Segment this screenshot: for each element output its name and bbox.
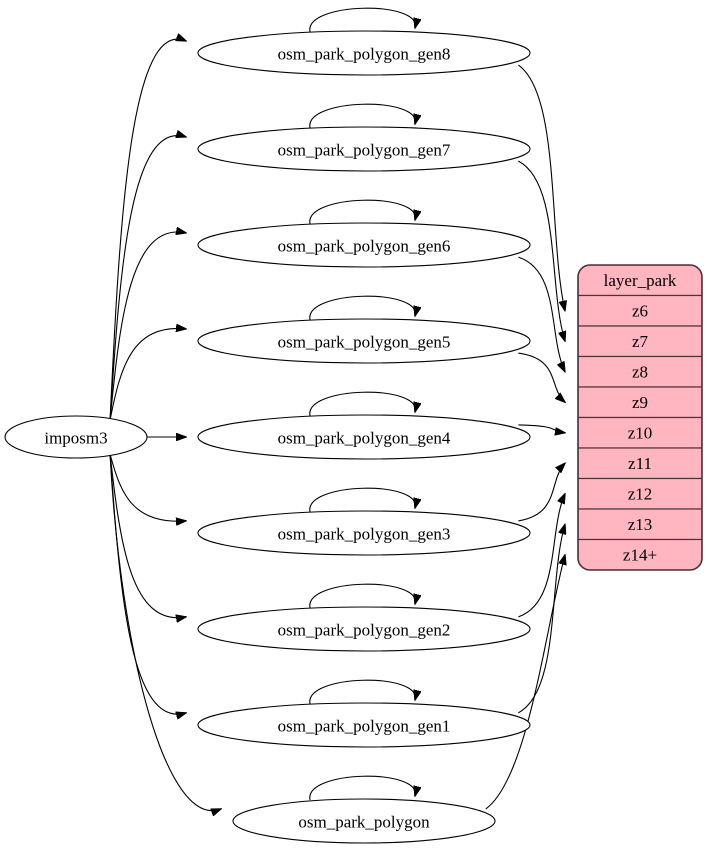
edge-osm_park_polygon_gen7-to-z7: [518, 160, 565, 341]
edge-osm_park_polygon-to-z14+: [485, 555, 565, 810]
edge-imposm3-to-osm_park_polygon_gen5: [109, 328, 186, 420]
node-label-osm_park_polygon_gen3: osm_park_polygon_gen3: [278, 525, 451, 544]
node-osm_park_polygon_gen3[interactable]: [197, 510, 531, 556]
table-row-label-z13: z13: [628, 515, 653, 534]
table-row-cell[interactable]: [578, 416, 702, 449]
node-label-osm_park_polygon_gen4: osm_park_polygon_gen4: [278, 429, 451, 448]
edge-imposm3-to-osm_park_polygon_gen3: [109, 454, 186, 521]
table-header-label: layer_park: [604, 271, 677, 290]
table-row-cell[interactable]: [578, 538, 702, 571]
self-loop-osm_park_polygon_gen4: [309, 391, 416, 417]
edge-imposm3-to-osm_park_polygon: [109, 454, 221, 810]
node-imposm3[interactable]: [4, 415, 148, 459]
table-row-label-z11: z11: [628, 454, 652, 473]
table-row-label-z8: z8: [632, 362, 648, 381]
self-loop-osm_park_polygon: [309, 775, 416, 801]
table-row-label-z6: z6: [632, 301, 648, 320]
edges-layer: [109, 7, 565, 810]
self-loop-osm_park_polygon_gen2: [309, 583, 416, 609]
self-loop-osm_park_polygon_gen7: [309, 103, 416, 129]
node-osm_park_polygon[interactable]: [232, 798, 496, 844]
self-loop-osm_park_polygon_gen6: [309, 199, 416, 225]
edge-imposm3-to-osm_park_polygon_gen2: [109, 454, 186, 617]
self-loop-osm_park_polygon_gen5: [309, 295, 416, 321]
self-loop-osm_park_polygon_gen1: [309, 679, 416, 705]
node-label-osm_park_polygon_gen6: osm_park_polygon_gen6: [278, 237, 451, 256]
self-loop-osm_park_polygon_gen3: [309, 487, 416, 513]
node-osm_park_polygon_gen4[interactable]: [197, 414, 531, 460]
edge-osm_park_polygon_gen3-to-z11: [518, 463, 565, 522]
edge-osm_park_polygon_gen6-to-z8: [518, 256, 565, 372]
node-osm_park_polygon_gen7[interactable]: [197, 126, 531, 172]
nodes-layer: imposm3 osm_park_polygon_gen8 osm_park_pol…: [4, 30, 531, 844]
node-label-osm_park_polygon_gen8: osm_park_polygon_gen8: [278, 45, 451, 64]
table-row-cell[interactable]: [578, 477, 702, 510]
edge-osm_park_polygon_gen1-to-z13: [518, 524, 565, 714]
table-border: [577, 264, 703, 571]
table-row-label-z12: z12: [628, 484, 653, 503]
table-row-label-z9: z9: [632, 393, 648, 412]
node-label-osm_park_polygon_gen1: osm_park_polygon_gen1: [278, 717, 451, 736]
table-body: [578, 265, 702, 570]
table-row-label-z10: z10: [628, 423, 653, 442]
edge-imposm3-to-osm_park_polygon_gen7: [109, 136, 186, 420]
node-label-imposm3: imposm3: [44, 429, 107, 448]
node-osm_park_polygon_gen1[interactable]: [197, 702, 531, 748]
edge-imposm3-to-osm_park_polygon_gen6: [109, 232, 186, 420]
node-osm_park_polygon_gen2[interactable]: [197, 606, 531, 652]
table-row-label-z14+: z14+: [623, 545, 657, 564]
edge-osm_park_polygon_gen2-to-z12: [518, 494, 565, 618]
table-row-cell[interactable]: [578, 294, 702, 327]
node-osm_park_polygon_gen5[interactable]: [197, 318, 531, 364]
node-label-osm_park_polygon_gen5: osm_park_polygon_gen5: [278, 333, 451, 352]
table-row-label-z7: z7: [632, 332, 649, 351]
node-label-osm_park_polygon_gen7: osm_park_polygon_gen7: [278, 141, 451, 160]
node-osm_park_polygon_gen8[interactable]: [197, 30, 531, 76]
edge-imposm3-to-osm_park_polygon_gen8: [109, 39, 186, 420]
self-loop-osm_park_polygon_gen8: [309, 7, 416, 33]
edge-osm_park_polygon_gen4-to-z10: [518, 424, 565, 433]
edge-osm_park_polygon_gen5-to-z9: [518, 352, 565, 402]
edge-imposm3-to-osm_park_polygon_gen1: [109, 454, 186, 714]
node-label-osm_park_polygon: osm_park_polygon: [298, 813, 430, 832]
edge-osm_park_polygon_gen8-to-z6: [518, 64, 565, 311]
node-label-osm_park_polygon_gen2: osm_park_polygon_gen2: [278, 621, 451, 640]
layer-park-table[interactable]: layer_park z6 z7 z8 z9 z10 z11 z12 z13 z14+: [577, 264, 703, 571]
node-osm_park_polygon_gen6[interactable]: [197, 222, 531, 268]
